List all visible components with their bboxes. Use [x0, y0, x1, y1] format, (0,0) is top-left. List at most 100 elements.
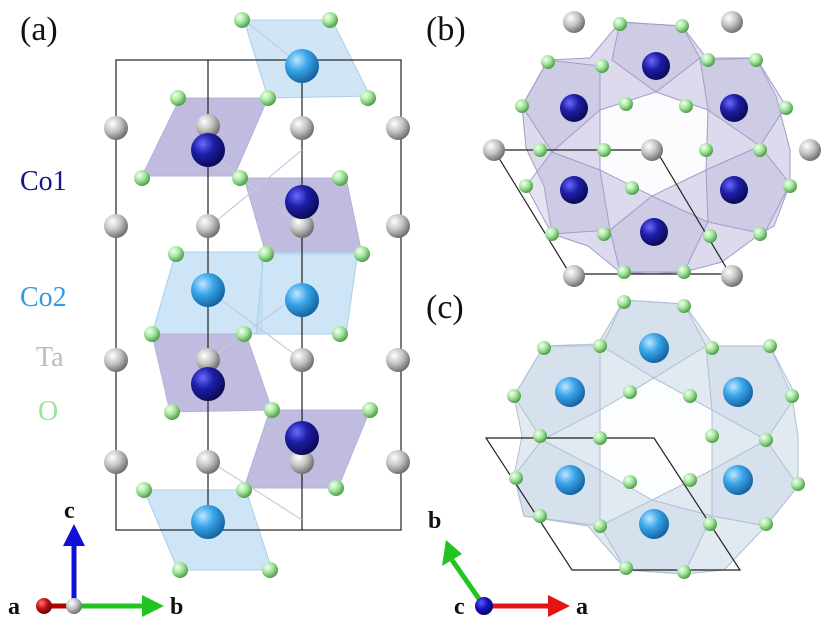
co1-atom: [560, 176, 588, 204]
atoms-a-ta: [104, 114, 410, 474]
ring-c-inner: [599, 377, 713, 501]
o-atom: [619, 97, 633, 111]
o-atom: [683, 389, 697, 403]
o-atom: [625, 181, 639, 195]
o-atom: [677, 265, 691, 279]
o-atom: [593, 339, 607, 353]
ta-atom: [641, 139, 663, 161]
atoms-b-co1: [560, 52, 748, 246]
o-atom: [507, 389, 521, 403]
ta-atom: [104, 214, 128, 238]
o-atom: [703, 229, 717, 243]
o-atom: [617, 265, 631, 279]
o-atom: [759, 433, 773, 447]
ta-atom: [104, 450, 128, 474]
o-atom: [328, 480, 344, 496]
o-atom: [509, 471, 523, 485]
o-atom: [619, 561, 633, 575]
panel-a: (a) Co1 Co2 Ta O c a b: [8, 11, 410, 620]
axes-a: c a b: [8, 498, 183, 620]
o-atom: [593, 431, 607, 445]
axis-b-label: b: [170, 594, 183, 620]
axis-c-label: c: [64, 498, 75, 524]
co2-atom: [639, 333, 669, 363]
o-atom: [541, 55, 555, 69]
ta-atom: [386, 450, 410, 474]
o-atom: [236, 326, 252, 342]
o-atom: [354, 246, 370, 262]
atoms-b-o: [515, 17, 797, 279]
o-atom: [597, 227, 611, 241]
o-atom: [134, 170, 150, 186]
axis-a-arrowhead: [548, 595, 570, 617]
atoms-b-ta: [483, 11, 821, 287]
co1-atom: [191, 133, 225, 167]
atoms-a-o: [134, 12, 378, 578]
atoms-c-co2: [555, 333, 753, 539]
co1-atom: [720, 94, 748, 122]
panel-c-polyhedra: [513, 299, 799, 575]
legend-co2: Co2: [20, 282, 67, 313]
o-atom: [170, 90, 186, 106]
co2-atom: [191, 273, 225, 307]
o-atom: [683, 473, 697, 487]
o-atom: [783, 179, 797, 193]
legend-o: O: [38, 396, 58, 427]
co1-atom: [285, 185, 319, 219]
o-atom: [537, 341, 551, 355]
axes-c: b c a: [428, 508, 588, 620]
o-atom: [701, 53, 715, 67]
legend-co1: Co1: [20, 166, 67, 197]
o-atom: [322, 12, 338, 28]
axis-origin: [66, 598, 82, 614]
o-atom: [332, 326, 348, 342]
o-atom: [763, 339, 777, 353]
o-atom: [679, 99, 693, 113]
o-atom: [360, 90, 376, 106]
axis-c-dot: [475, 597, 493, 615]
panel-b: (b): [426, 11, 821, 287]
axis-a-label: a: [8, 594, 20, 620]
panel-a-label: (a): [20, 11, 58, 48]
co1-atom: [191, 367, 225, 401]
o-atom: [258, 246, 274, 262]
o-atom: [533, 143, 547, 157]
o-atom: [677, 299, 691, 313]
ta-atom: [386, 116, 410, 140]
o-atom: [260, 90, 276, 106]
co2-atom: [723, 465, 753, 495]
o-atom: [623, 475, 637, 489]
o-atom: [623, 385, 637, 399]
co1-atom: [560, 94, 588, 122]
co1-atom: [285, 421, 319, 455]
o-atom: [144, 326, 160, 342]
ta-atom: [721, 11, 743, 33]
panel-b-label: (b): [426, 11, 466, 48]
o-atom: [332, 170, 348, 186]
co1-atom: [640, 218, 668, 246]
o-atom: [705, 341, 719, 355]
ta-atom: [290, 116, 314, 140]
co1-atom: [720, 176, 748, 204]
ta-atom: [104, 116, 128, 140]
ta-atom: [799, 139, 821, 161]
o-atom: [785, 389, 799, 403]
o-atom: [515, 99, 529, 113]
ta-atom: [290, 214, 314, 238]
o-atom: [172, 562, 188, 578]
o-atom: [593, 519, 607, 533]
o-atom: [677, 565, 691, 579]
legend-ta: Ta: [36, 342, 64, 373]
o-atom: [264, 402, 280, 418]
legend: Co1 Co2 Ta O: [20, 166, 67, 427]
o-atom: [675, 19, 689, 33]
o-atom: [595, 59, 609, 73]
axis-a-label: a: [576, 594, 588, 620]
o-atom: [749, 53, 763, 67]
o-atom: [164, 404, 180, 420]
ta-atom: [721, 265, 743, 287]
co2-atom: [555, 465, 585, 495]
axis-c-label: c: [454, 594, 465, 620]
o-atom: [236, 482, 252, 498]
